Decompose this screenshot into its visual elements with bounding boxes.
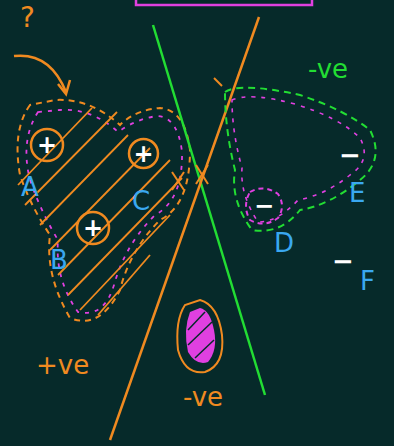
sign-symbol: − [254,194,274,218]
question-mark: ? [20,4,35,32]
sign-symbol: − [332,248,354,274]
green-boundary [153,25,265,395]
class-label: -ve [183,384,223,410]
negative-region-inner [232,97,364,222]
negative-region [225,88,376,231]
sample-letter: C [132,188,150,214]
sample-letter: B [50,247,68,273]
sample-letter: A [21,174,39,200]
top-box [136,0,312,5]
class-label: -ve [308,56,348,82]
sample-letter: E [349,180,365,206]
class-label: +ve [36,352,89,378]
hatching [18,108,182,315]
sample-letter: D [274,230,294,256]
sample-node: −D [244,188,284,224]
positive-region-inner [26,110,182,313]
magenta-blob [186,308,215,363]
sign-symbol: − [339,142,361,168]
sample-letter: F [360,268,375,294]
cross-marks [172,78,222,190]
arrow-head [58,80,70,94]
sample-node: +A [30,128,64,162]
orange-boundary [110,17,259,440]
blob-outline [177,300,222,372]
sign-symbol: + [37,133,57,157]
blob-hatching [188,312,214,358]
sign-symbol: + [133,142,153,166]
pointer-arrow [14,56,66,92]
sign-symbol: + [83,216,103,240]
sample-node: +C [128,138,159,169]
sample-node: +B [76,211,110,245]
